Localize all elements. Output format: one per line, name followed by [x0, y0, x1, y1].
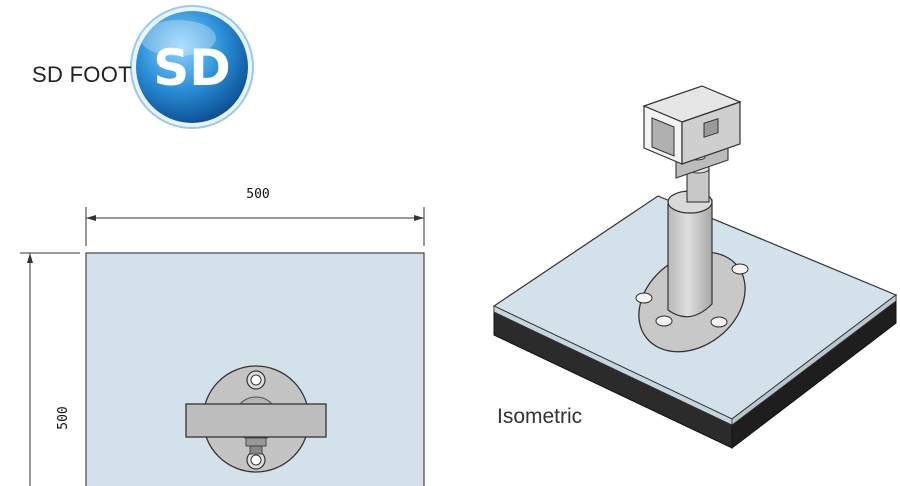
height-dimension-label: 500 — [56, 406, 71, 429]
page-title: SD FOOT — [32, 62, 132, 87]
width-dimension-label: 500 — [246, 187, 269, 202]
logo-text: SD — [153, 39, 231, 97]
plan-bolt-bottom — [246, 450, 266, 470]
plan-view: 500 500 — [20, 187, 425, 486]
isometric-label: Isometric — [497, 405, 583, 428]
plan-top-bar — [185, 403, 327, 438]
iso-clamp — [642, 85, 742, 165]
isometric-view — [492, 85, 898, 450]
iso-flange-bolts — [635, 263, 749, 328]
sd-logo: SD — [130, 5, 254, 129]
iso-post — [667, 199, 713, 318]
plan-bolt-top — [246, 370, 266, 390]
